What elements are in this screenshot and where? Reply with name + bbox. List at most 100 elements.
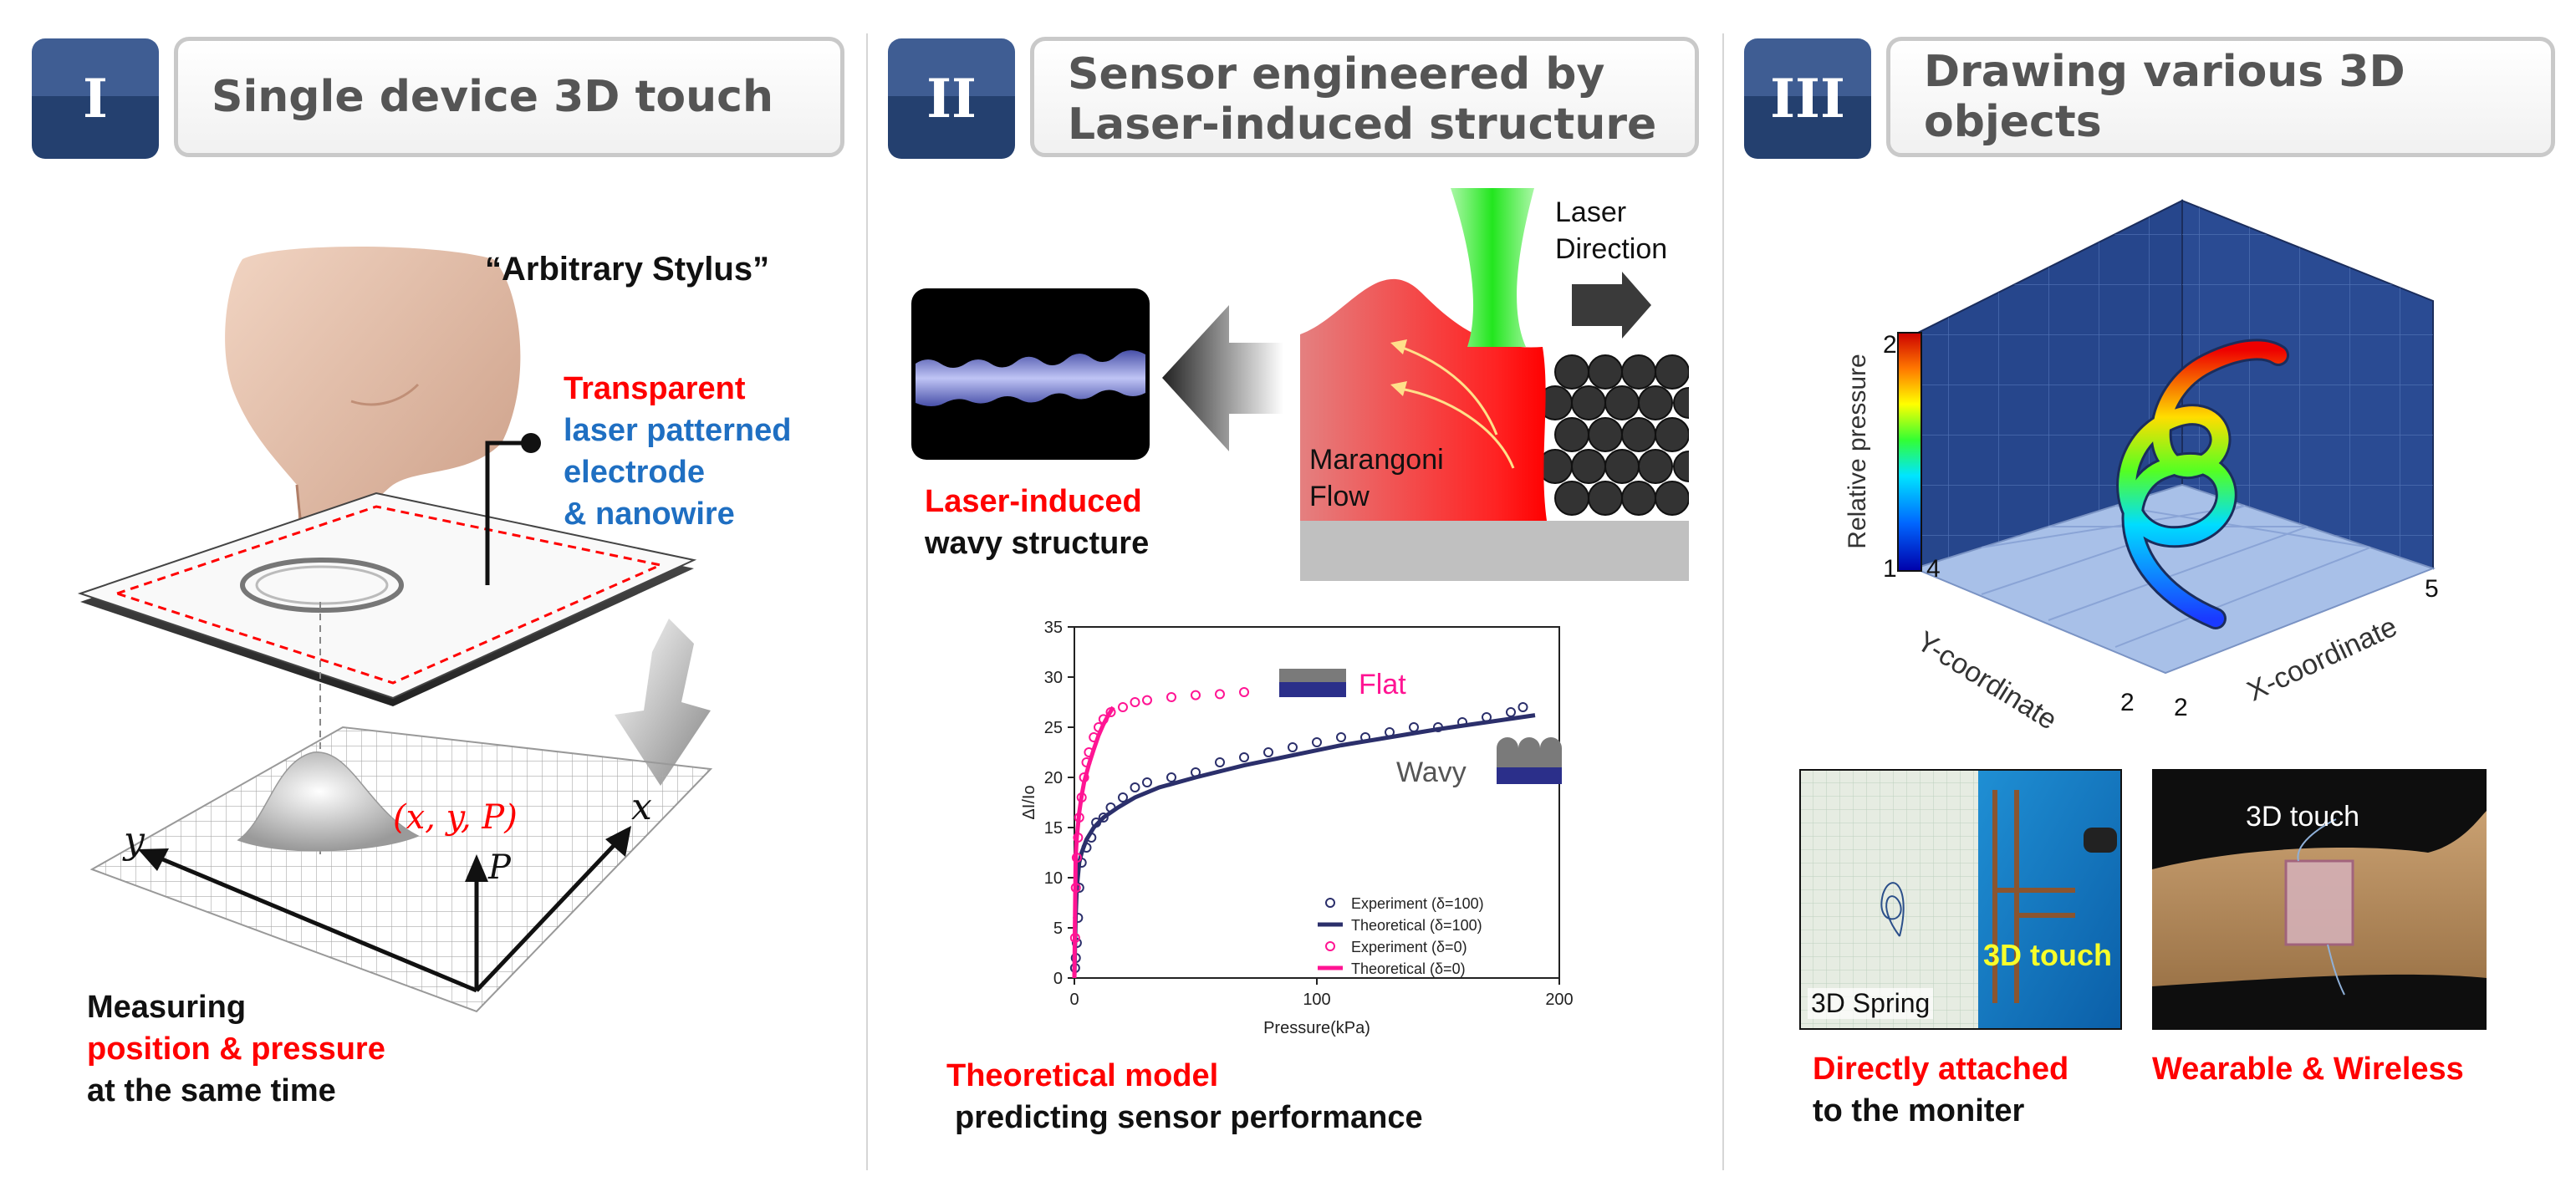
panel-1-caption-line3: at the same time [87,1073,336,1108]
divider-right [1722,33,1724,1170]
panel-2-title: Sensor engineered by Laser-induced struc… [1030,37,1699,157]
legend-point-marker [1325,898,1335,908]
p-axis-label: P [488,848,511,887]
marangoni-flow-arrows [1390,339,1515,469]
electrode-label-line2: laser patterned [564,413,792,448]
panel-2-numeral: II [926,67,977,130]
wavy-structure-image [911,288,1150,460]
y-tick-bottom: 2 [2120,689,2135,716]
data-point [1166,772,1176,782]
wavy-structure-label: Laser-induced wavy structure [925,481,1149,564]
3d-plot-walls [1912,199,2436,675]
x-tick-label: 100 [1303,991,1330,1009]
3d-spring-trajectory [2116,339,2289,629]
laser-direction-line1: Laser [1555,196,1627,228]
data-point [1288,742,1298,752]
y-tick-label: 35 [1044,619,1063,637]
data-point [1118,702,1128,712]
colorbar [1897,332,1922,572]
data-point [1506,707,1516,717]
chart-y-axis-label: ΔI/Io [1020,785,1038,819]
photo1-label-3d-touch: 3D touch [1983,938,2113,972]
wearable-photo [2152,769,2487,1030]
data-point [1312,737,1322,747]
chart-series [1069,687,1536,979]
panel-3-3d-plot [1897,199,2436,675]
data-point [1239,752,1249,762]
x-tick-label: 200 [1545,991,1573,1009]
monitor-photo [1799,769,2122,1030]
laser-direction-line2: Direction [1555,233,1668,265]
data-point [1518,702,1528,712]
panel-2-title-line2: Laser-induced structure [1068,99,1657,150]
y-tick-label: 10 [1044,869,1063,888]
panel-1-caption-line2: position & pressure [87,1032,385,1067]
stylus-label: “Arbitrary Stylus” [485,251,770,288]
series-line-1 [1072,713,1536,979]
data-point [1142,777,1152,787]
electrode-label: Transparent laser patterned electrode & … [564,368,791,535]
left-arrow-icon [1162,305,1283,451]
electrode-label-line1: Transparent [564,371,746,406]
laser-direction-arrow-icon [1572,272,1651,339]
panel-2-caption: Theoretical model predicting sensor perf… [946,1055,1423,1139]
wavy-inset-icon [1497,737,1562,784]
panel-3-caption-1-line2: to the moniter [1813,1093,2025,1128]
electrode-plate [77,492,697,706]
data-point [1215,757,1225,767]
x-axis-label: x [631,786,652,828]
pressure-map [89,726,713,1013]
panel-3-title-text: Drawing various 3D objects [1924,47,2405,147]
down-arrow-icon [615,619,711,786]
legend-entry: Theoretical (δ=100) [1351,917,1482,934]
data-point [1130,782,1140,792]
legend-entry: Experiment (δ=100) [1351,895,1484,912]
y-tick-label: 30 [1044,669,1063,687]
legend-point-marker [1325,941,1335,951]
chart-legend: Experiment (δ=100)Theoretical (δ=100)Exp… [1318,895,1484,977]
wavy-structure-line2: wavy structure [925,526,1150,561]
x-tick-right: 5 [2425,575,2439,603]
chart-x-axis-label: Pressure(kPa) [1263,1019,1370,1037]
panel-2-caption-line2: predicting sensor performance [955,1100,1423,1135]
panel-1-badge: I [32,38,159,159]
y-tick-label: 15 [1044,819,1063,838]
data-point [1130,697,1140,707]
nanowire-spheres [1538,354,1689,516]
flat-label: Flat [1359,669,1406,700]
panel-3-numeral: III [1770,67,1845,130]
y-tick-top: 4 [1926,555,1941,583]
colorbar-max: 2 [1883,331,1897,359]
panel-1-illustration [77,247,713,1013]
panel-3-badge: III [1744,38,1871,159]
divider-left [866,33,868,1170]
marangoni-line1: Marangoni [1309,444,1444,476]
colorbar-label: Relative pressure [1844,354,1871,549]
data-point [1191,690,1201,700]
electrode-callout [485,433,541,585]
data-point [1215,689,1225,700]
laser-beam [1451,188,1534,347]
y-axis-label: y [124,819,145,862]
wavy-structure-line1: Laser-induced [925,484,1142,519]
coordinate-label: (x, y, P) [393,798,518,837]
panel-3-caption-1: Directly attached to the moniter [1813,1048,2068,1132]
electrode-label-line3: electrode [564,455,705,490]
data-point [1263,747,1273,757]
data-point [1239,687,1249,697]
photo2-label-3d-touch: 3D touch [2246,801,2360,833]
colorbar-min: 1 [1883,555,1897,583]
data-point [1409,722,1419,732]
panel-3-title: Drawing various 3D objects [1886,37,2555,157]
legend-entry: Theoretical (δ=0) [1351,960,1466,977]
data-point [1118,792,1128,802]
marangoni-line2: Flow [1309,481,1370,512]
y-tick-label: 20 [1044,769,1063,787]
substrate [1300,521,1689,581]
panel-1-caption-line1: Measuring [87,990,247,1025]
data-point [1336,732,1346,742]
panel-2-laser-illustration [911,188,1689,581]
y-tick-label: 5 [1053,919,1063,938]
